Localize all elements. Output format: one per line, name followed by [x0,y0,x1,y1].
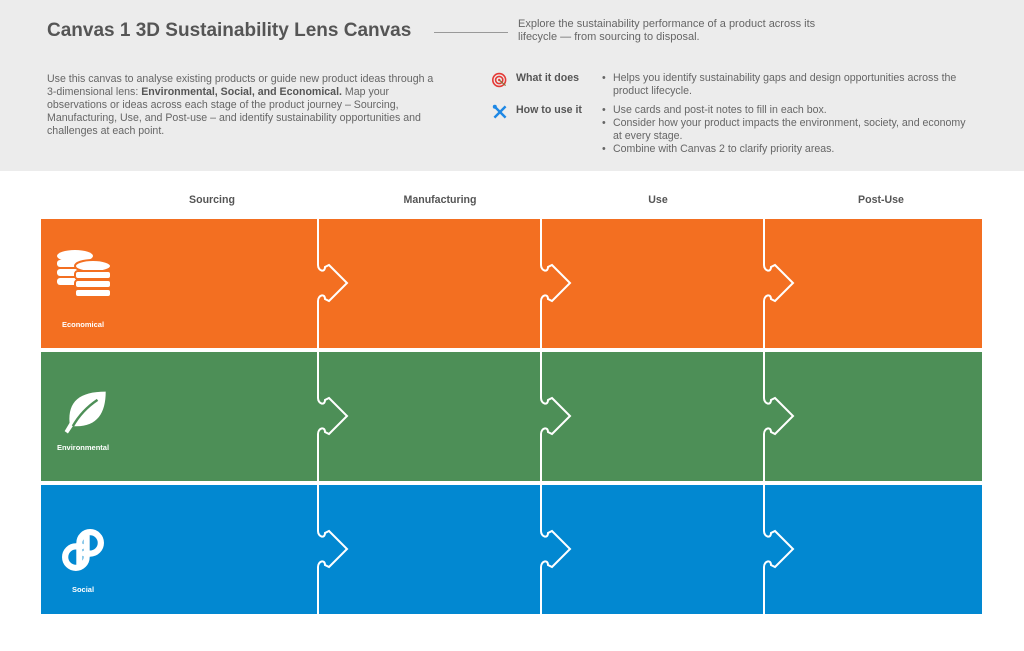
page-title: Canvas 1 3D Sustainability Lens Canvas [47,20,412,41]
puzzle-arrow-divider [763,352,795,481]
coins-icon [57,250,111,298]
what-it-does-label: What it does [516,72,579,84]
intro-bold: Environmental, Social, and Economical. [141,86,342,98]
intro-part: Map your observations or ideas across ea… [47,86,421,137]
list-item: Combine with Canvas 2 to clarify priorit… [602,143,972,156]
row-label-economical: Economical [61,320,105,329]
row-label-environmental: Environmental [56,443,110,452]
list-item: Helps you identify sustainability gaps a… [602,72,972,98]
puzzle-arrow-divider [540,485,572,614]
column-header-sourcing: Sourcing [189,194,235,206]
row-label-social: Social [71,585,95,594]
intro-part: Use this canvas to analyse existing prod… [47,73,434,98]
tools-icon [492,104,507,119]
what-it-does: What it does Helps you identify sustaina… [490,72,972,98]
how-to-use-list: Use cards and post-it notes to fill in e… [602,104,972,156]
how-to-use-it: How to use it Use cards and post-it note… [490,104,972,156]
stage-dividers [317,219,795,348]
list-item: Consider how your product impacts the en… [602,117,972,143]
target-icon [492,72,507,88]
intro-text: Use this canvas to analyse existing prod… [47,73,437,138]
list-item: Use cards and post-it notes to fill in e… [602,104,972,117]
puzzle-arrow-divider [317,485,349,614]
stage-dividers [317,352,795,481]
what-it-does-list: Helps you identify sustainability gaps a… [602,72,972,98]
puzzle-arrow-divider [763,485,795,614]
puzzle-arrow-divider [540,352,572,481]
puzzle-arrow-divider [763,219,795,348]
title-divider [434,32,508,33]
row-environmental[interactable]: Environmental [41,352,982,481]
social-icon [62,529,104,571]
puzzle-arrow-divider [540,219,572,348]
column-header-use: Use [648,194,668,206]
stage-dividers [317,485,795,614]
row-social[interactable]: Social [41,485,982,614]
column-header-manufacturing: Manufacturing [403,194,477,206]
puzzle-arrow-divider [317,219,349,348]
header-panel: Canvas 1 3D Sustainability Lens Canvas E… [0,0,1024,171]
how-to-use-label: How to use it [516,104,582,116]
puzzle-arrow-divider [317,352,349,481]
page-subtitle: Explore the sustainability performance o… [518,18,816,43]
row-economical[interactable]: Economical [41,219,982,348]
column-header-post-use: Post-Use [858,194,904,206]
leaf-icon [64,391,106,434]
